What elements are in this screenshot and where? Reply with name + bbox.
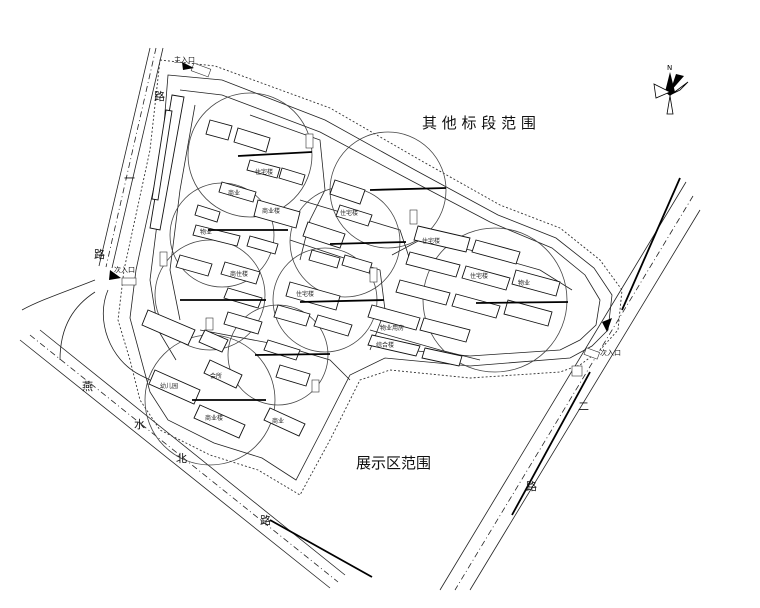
building-label: 物业用房: [380, 324, 404, 332]
road-label: 路: [154, 90, 165, 103]
exhibition-area-label: 展示区范围: [356, 454, 431, 472]
west-entrance-label: 次入口: [114, 265, 135, 274]
road-label: 路: [260, 514, 271, 527]
building-label: 住宅楼: [255, 168, 273, 176]
road-label: 北: [176, 452, 187, 465]
compass-icon: N: [653, 64, 689, 115]
building-label: 商业: [272, 417, 284, 425]
east-entrance-label: 次入口: [600, 348, 621, 357]
building-label: 商住楼: [230, 270, 248, 278]
gate-blocks: [121, 62, 600, 393]
building-label: 会所: [210, 372, 222, 380]
building-label: 商业楼: [205, 414, 223, 422]
south-road: [19, 289, 373, 589]
road-label: 一: [124, 172, 135, 185]
main-entrance-label: 主入口: [174, 55, 195, 64]
building-label: 幼儿园: [160, 382, 178, 390]
building-label: 物业: [200, 228, 212, 236]
east-road: [439, 177, 701, 591]
building-label: 住宅楼: [340, 209, 358, 217]
building-label: 住宅楼: [296, 290, 314, 298]
road-label: 二: [578, 400, 589, 413]
building-labels: 住宅楼 商业 商业楼 物业 住宅楼 商住楼 住宅楼 住宅楼 住宅楼 物业 物业用…: [160, 168, 530, 425]
compass-north-label: N: [667, 64, 672, 72]
road-label: 燕: [82, 380, 93, 393]
entrance-markers: [109, 62, 612, 332]
buildings: [141, 94, 561, 439]
other-section-label: 其 他 标 段 范 围: [422, 114, 536, 132]
site-boundary: [117, 59, 623, 496]
coverage-circles: [144, 92, 568, 466]
road-label: 路: [94, 248, 105, 261]
section-lines: [180, 151, 569, 401]
building-label: 商业楼: [262, 207, 280, 215]
building-label: 住宅楼: [470, 272, 488, 280]
building-label: 综合楼: [376, 341, 394, 349]
building-label: 商业: [228, 189, 240, 197]
road-label: 水: [134, 418, 145, 431]
road-label: 路: [526, 480, 537, 493]
building-label: 住宅楼: [422, 237, 440, 245]
building-label: 物业: [518, 279, 530, 287]
west-road: [21, 47, 164, 361]
